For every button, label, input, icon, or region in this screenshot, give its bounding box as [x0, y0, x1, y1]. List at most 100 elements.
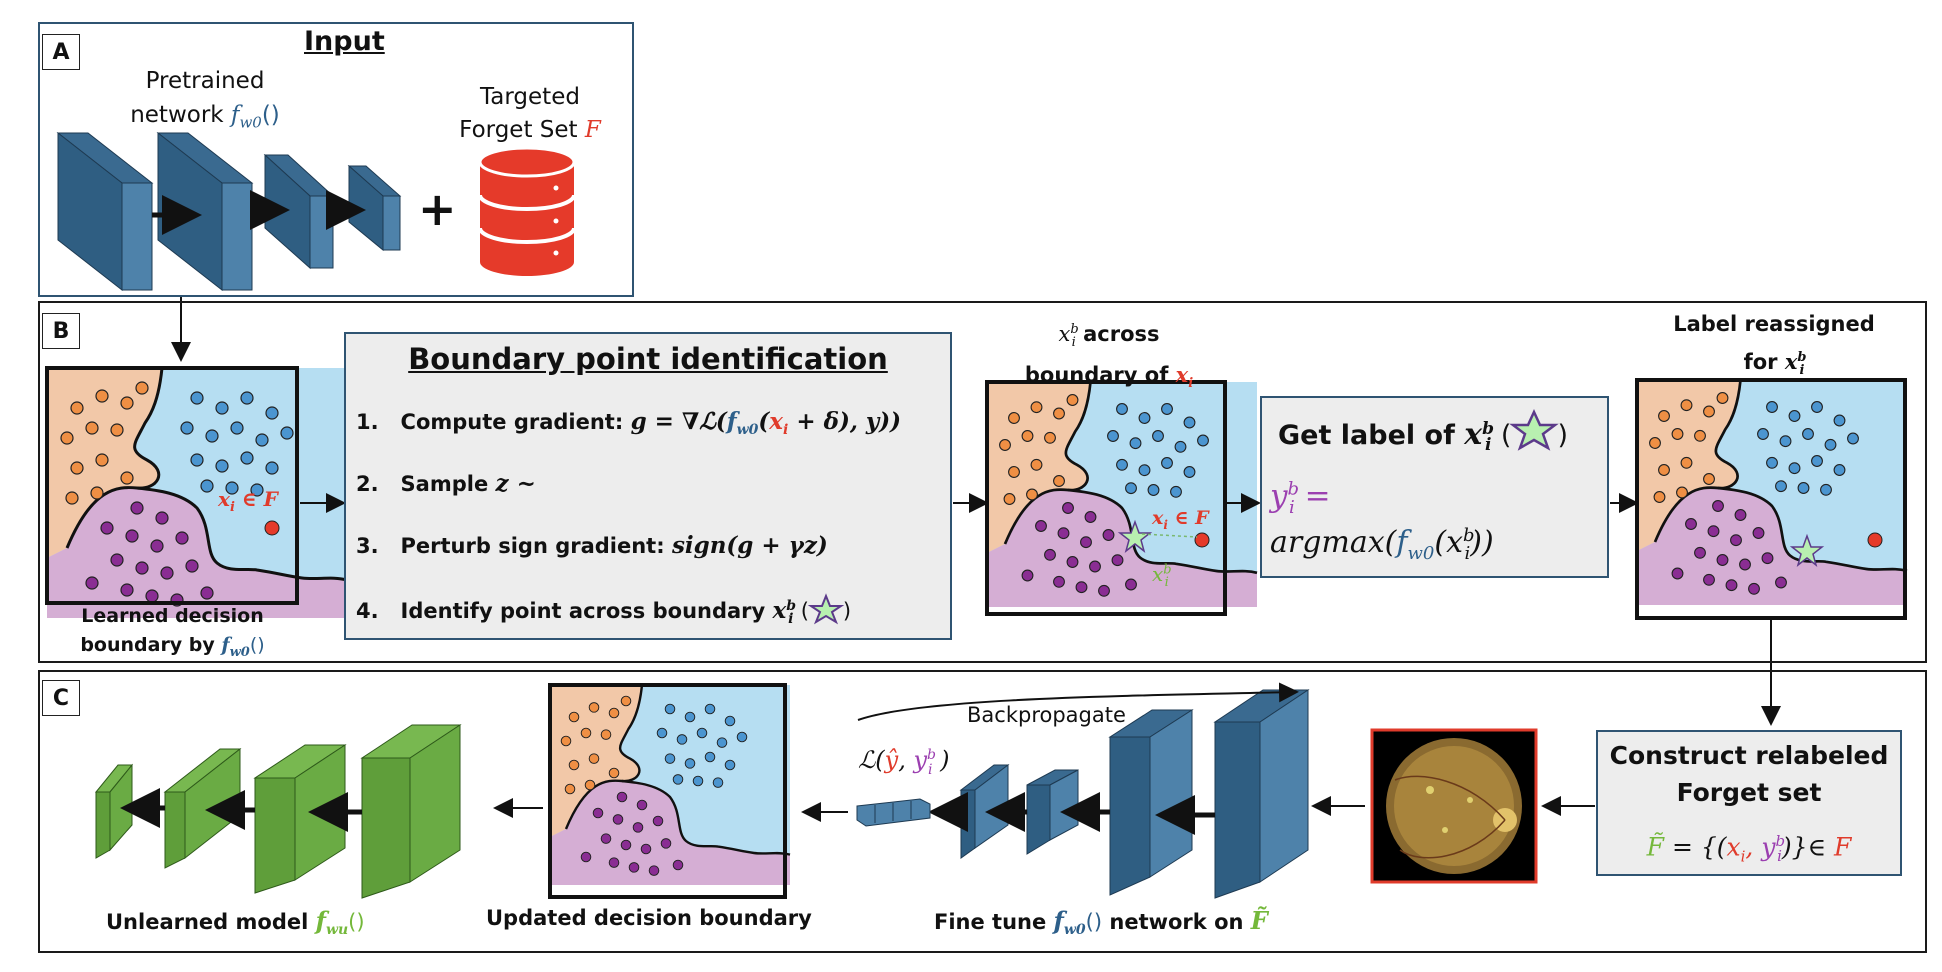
across-red-rel: ∈ F — [1167, 507, 1209, 529]
loss-comma: , — [898, 746, 914, 774]
finetune-caption-b: network on — [1102, 910, 1251, 934]
panel-b — [38, 301, 1927, 663]
step-4: 4. Identify point across boundary xbi () — [356, 593, 852, 628]
across-line1-sup: b — [1070, 322, 1079, 337]
step-2: 2. Sample z ~ — [356, 470, 536, 497]
step-3-text: Perturb sign gradient: — [400, 534, 672, 558]
backpropagate-label: Backpropagate — [967, 703, 1126, 727]
unlearned-fn: f — [315, 906, 326, 935]
construct-eq-x: x — [1726, 832, 1741, 862]
step-1-number: 1. — [356, 410, 379, 434]
unlearned-fn-sub: wu — [325, 922, 349, 939]
step-1-math-f: f — [726, 408, 737, 435]
construct-eq-F: F — [1834, 832, 1852, 862]
step-1-math-a: g = ∇ℒ( — [630, 408, 727, 435]
reassigned-x: x — [1784, 349, 1798, 374]
construct-eq-ysub: i — [1777, 847, 1782, 866]
get-label-eq-line1: ybi = — [1270, 478, 1331, 518]
updated-caption: Updated decision boundary — [486, 906, 812, 930]
finetune-f: f — [1053, 906, 1064, 935]
construct-box — [1596, 730, 1902, 876]
across-line1-sub: i — [1071, 335, 1076, 351]
xi-label-x: x — [218, 487, 230, 511]
reassigned-header: Label reassigned for xbi — [1640, 308, 1908, 387]
updated-boundary-plot — [548, 683, 792, 899]
across-line1-x: x — [1058, 322, 1071, 346]
get-label-title-x: x — [1464, 417, 1483, 452]
loss-label: ℒ(ŷ, ybi ) — [858, 746, 950, 778]
across-red-x: x — [1152, 507, 1164, 529]
loss-open: ℒ( — [858, 746, 885, 774]
step-1-math-x: x — [769, 408, 784, 435]
xi-in-f-label-1: xi ∈ F — [218, 487, 278, 515]
backpropagate-arrow — [857, 682, 1299, 721]
across-green-x: x — [1152, 562, 1164, 586]
eq-y-sup: b — [1287, 478, 1300, 500]
input-title: Input — [304, 26, 385, 57]
xi-label-rel: ∈ F — [234, 487, 278, 511]
construct-eq-y: y — [1761, 832, 1776, 862]
construct-eq-ftilde: F̃ — [1646, 832, 1664, 862]
reassigned-label-plot — [1635, 378, 1909, 620]
get-label-star-icon — [1509, 409, 1560, 451]
learned-fn-sub: w0 — [229, 644, 250, 660]
get-label-eq-line2: argmax(fw0(xbi)) — [1270, 525, 1494, 564]
network-fn: f — [230, 102, 240, 128]
network-fn-paren: () — [261, 102, 280, 128]
step-4-math: x — [772, 597, 787, 624]
construct-eq: F̃ = {(xi, ybi)}∈ F — [1596, 832, 1902, 865]
get-label-open: ( — [1500, 420, 1512, 451]
construct-eq-b: )}∈ — [1781, 832, 1834, 862]
pretrained-line1: Pretrained — [145, 68, 265, 94]
across-line2-text: boundary of — [1024, 363, 1176, 388]
pretrained-network-icon — [56, 131, 402, 292]
unlearned-caption: Unlearned model fwu() — [106, 906, 365, 938]
across-green-sup: b — [1163, 562, 1172, 578]
forget-line1: Targeted — [480, 84, 580, 110]
unlearned-fn-paren: () — [348, 910, 365, 934]
panel-c — [38, 670, 1927, 953]
construct-line1: Construct relabeled — [1609, 741, 1889, 770]
step-2-text: Sample — [400, 472, 496, 496]
step-4-close: ) — [842, 599, 852, 623]
learned-fn-paren: () — [249, 634, 265, 656]
loss-yhat: ŷ — [884, 746, 899, 774]
finetune-caption: Fine tune fw0() network on F̃ — [934, 906, 1268, 938]
step-1-math-c: + δ), y)) — [788, 408, 901, 435]
get-label-title: Get label of xbi () — [1278, 409, 1568, 456]
eq-x: (x — [1434, 525, 1463, 560]
panel-a-label: A — [42, 34, 80, 70]
eq-y-sub: i — [1289, 497, 1295, 519]
reassigned-sub: i — [1799, 363, 1805, 379]
step-3-math: sign(g + γz) — [671, 532, 828, 559]
eq-x-sup: b — [1462, 525, 1475, 546]
learned-caption: Learned decision boundary by fw0() — [45, 602, 300, 667]
across-line1: xbi across — [990, 314, 1228, 359]
get-label-title-sup: b — [1482, 419, 1495, 439]
unlearned-network-icon — [94, 724, 462, 899]
step-1-text: Compute gradient: — [400, 410, 631, 434]
across-line2-sub: i — [1188, 376, 1194, 392]
forget-symbol: F — [584, 117, 601, 143]
get-label-title-sub: i — [1485, 435, 1492, 456]
xib-label: xbi — [1152, 562, 1172, 590]
construct-eq-comma: , — [1745, 832, 1762, 862]
across-red-sub: i — [1163, 517, 1168, 532]
forget-set-word: Forget Set — [459, 117, 578, 143]
across-line2: boundary of xi — [990, 359, 1228, 400]
loss-close: ) — [932, 746, 950, 774]
learned-boundary-plot — [45, 366, 349, 620]
across-green-sub: i — [1164, 575, 1169, 590]
panel-c-label: C — [42, 680, 80, 716]
learned-fn: f — [221, 634, 230, 656]
construct-eq-ysup: b — [1775, 832, 1786, 850]
construct-line2: Forget set — [1676, 778, 1822, 807]
step-4-sub: i — [788, 611, 794, 628]
eq-equals: = — [1294, 478, 1331, 514]
forget-set-label: Targeted Forget Set F — [455, 81, 605, 147]
xi-in-f-label-2: xi ∈ F — [1152, 507, 1209, 532]
pretrained-line2: network fw0() — [100, 98, 310, 140]
eq-y: y — [1270, 478, 1288, 514]
step-4-star-icon — [807, 593, 845, 625]
panel-a — [38, 22, 634, 297]
